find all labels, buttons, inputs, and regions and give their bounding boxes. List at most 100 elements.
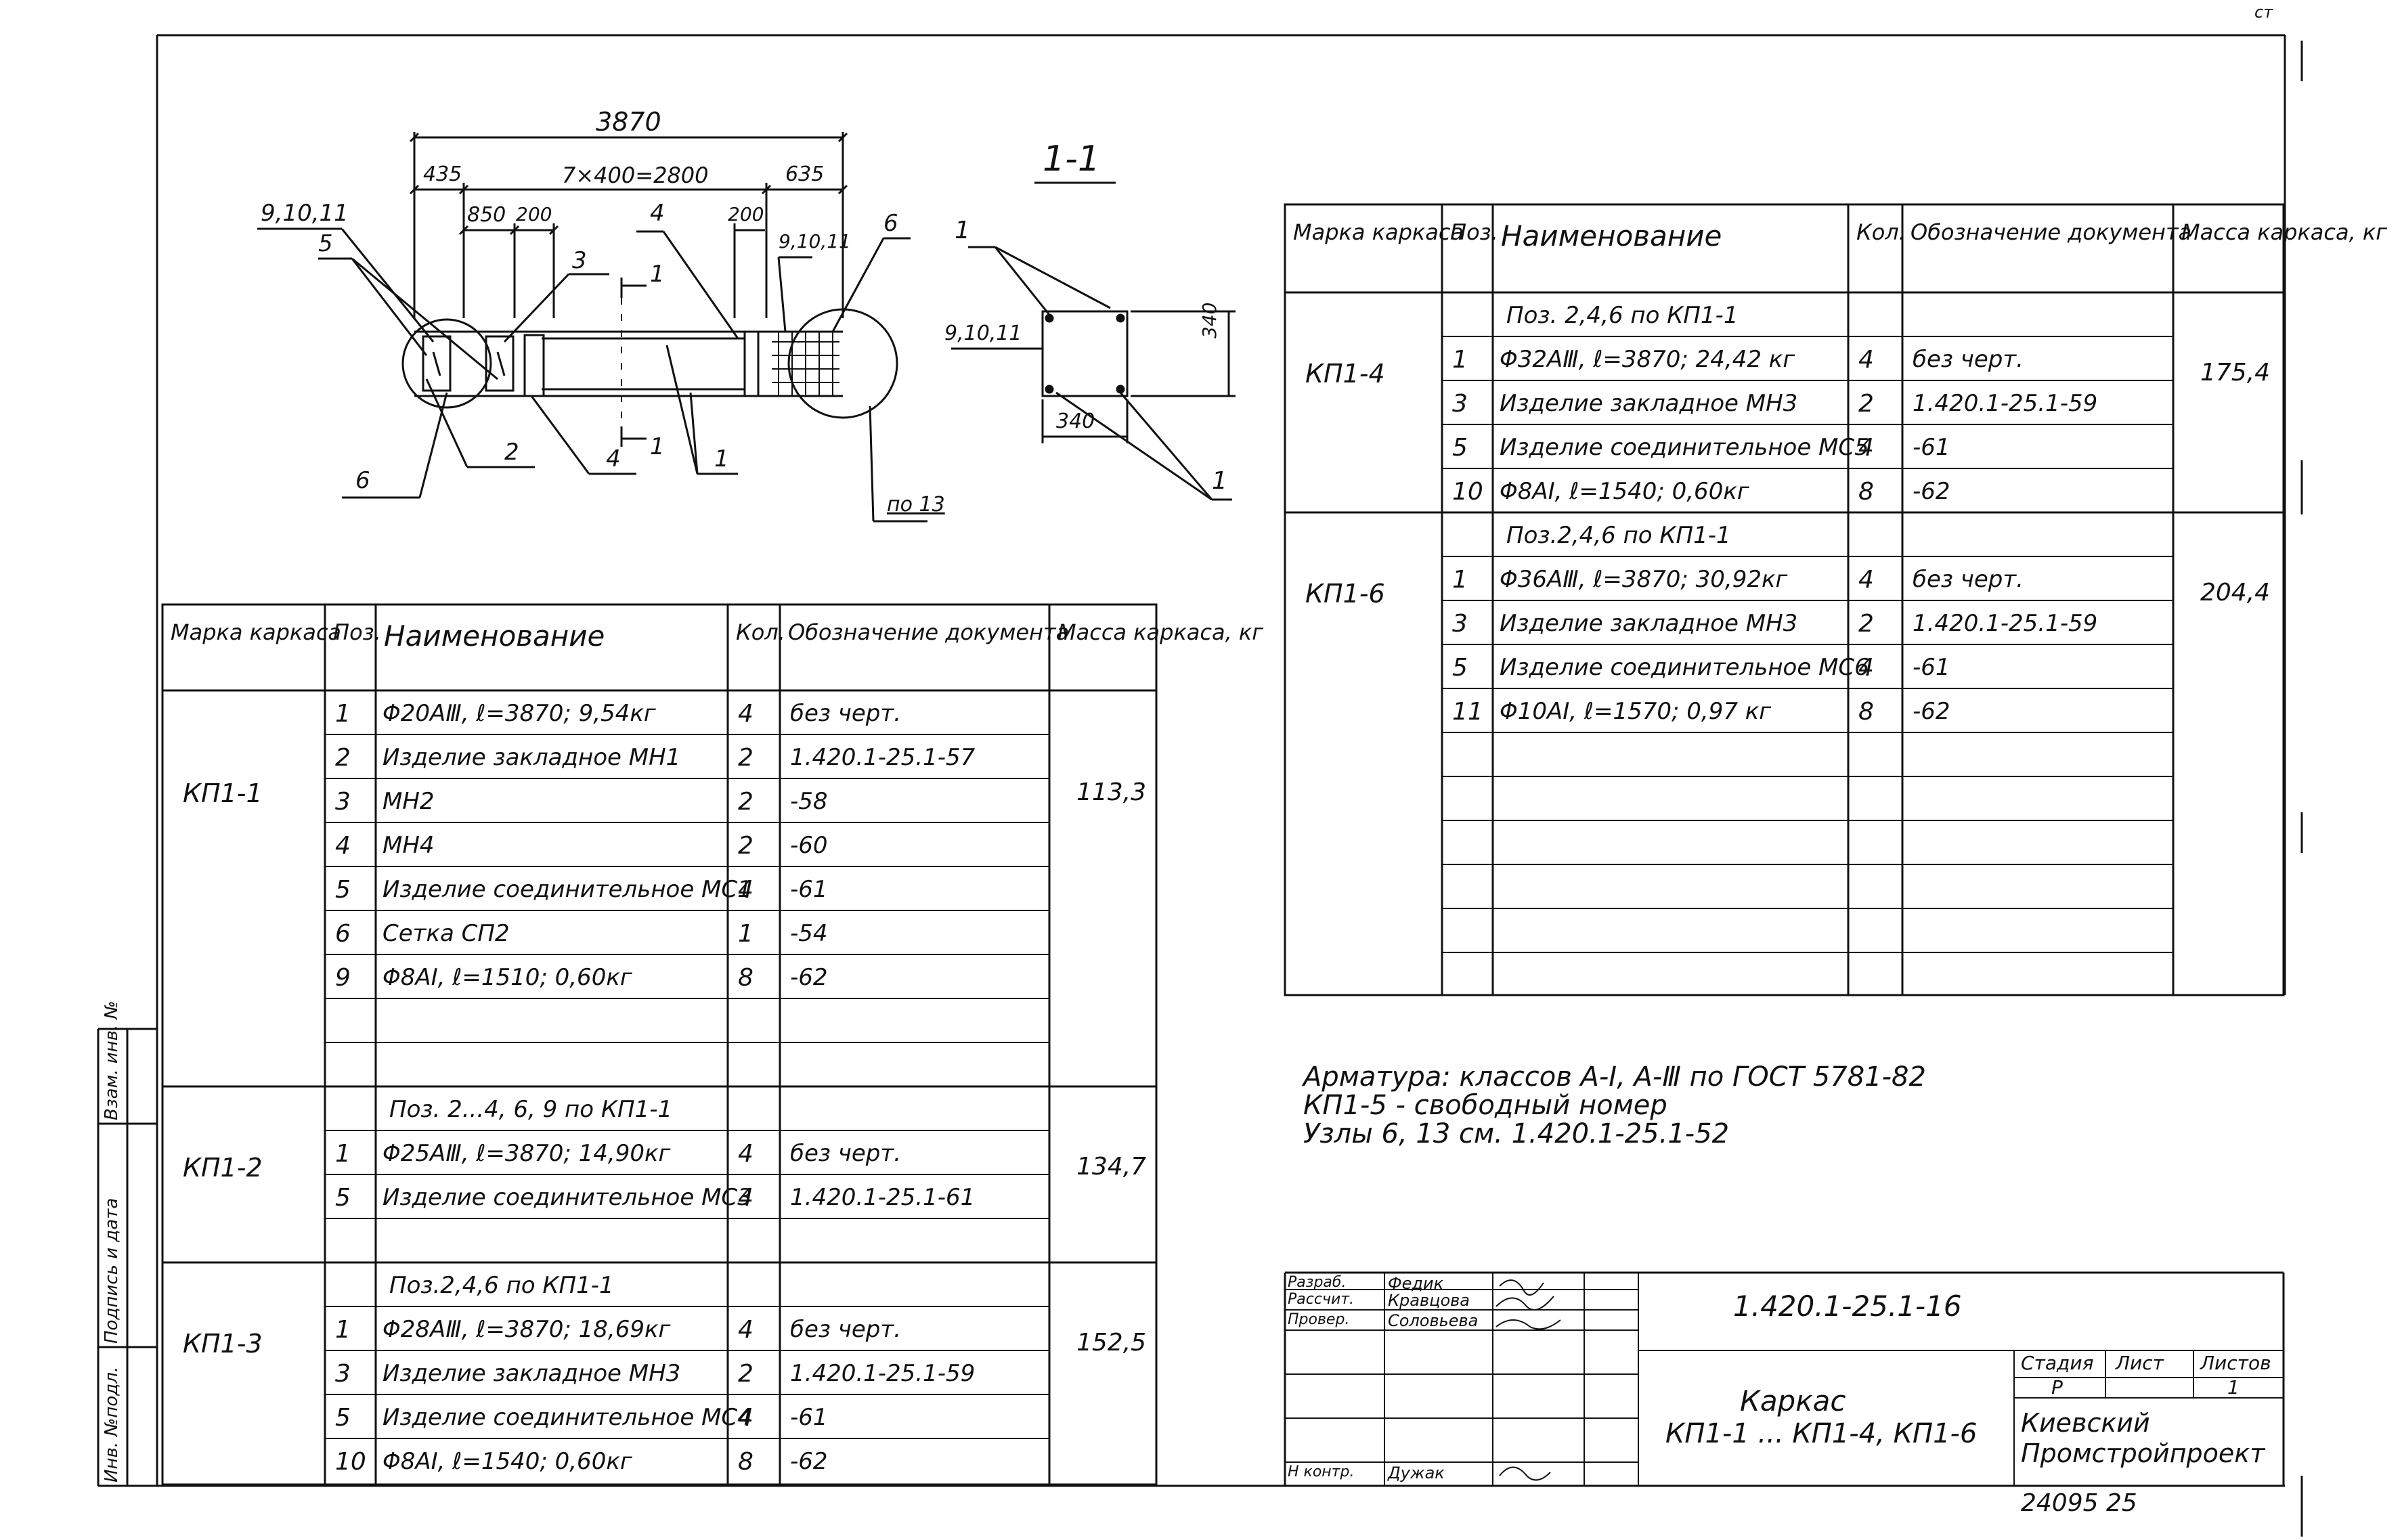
sheet-header: Лист	[2116, 1352, 2164, 1374]
document-cell: -62	[1913, 478, 1950, 505]
name-cell: Φ20AⅢ, ℓ=3870; 9,54кг	[383, 700, 656, 727]
column-header: Наименование	[384, 619, 605, 653]
quantity-cell: 4	[738, 1316, 754, 1344]
organization-line-1: Киевский	[2021, 1408, 2150, 1438]
document-code: 1.420.1-25.1-16	[1733, 1290, 1962, 1323]
pos-3: 3	[572, 247, 587, 274]
dim-total: 3870	[596, 107, 661, 137]
sidebar-sign: Подпись и дата	[102, 1197, 122, 1344]
document-cell: -62	[790, 1448, 828, 1475]
document-cell: без черт.	[1913, 346, 2024, 373]
document-cell: -61	[790, 876, 828, 903]
position-cell: 3	[335, 788, 351, 816]
sidebar-inv: Инв. №подл.	[102, 1366, 122, 1482]
mass-cell: 152,5	[1076, 1328, 1147, 1357]
quantity-cell: 2	[738, 744, 754, 772]
name-cell: Φ25AⅢ, ℓ=3870; 14,90кг	[383, 1140, 671, 1167]
role-cell: Рассчит.	[1288, 1291, 1355, 1308]
quantity-cell: 1	[738, 920, 754, 948]
document-cell: без черт.	[790, 1316, 901, 1343]
quantity-cell: 4	[1858, 346, 1874, 374]
section-title: 1-1	[1043, 139, 1100, 179]
column-header: Масса каркаса, кг	[1057, 619, 1264, 645]
pos-5: 5	[318, 230, 333, 257]
pos-9-10-11-right: 9,10,11	[779, 230, 851, 252]
pos-4-top: 4	[650, 200, 665, 227]
section-mark-top: 1	[650, 261, 665, 288]
section-dim-340-height: 340	[1198, 302, 1221, 338]
position-cell: 6	[335, 920, 351, 948]
node-reference: по 13	[887, 493, 945, 516]
section-label-1-top: 1	[955, 217, 970, 244]
document-cell: -61	[1913, 434, 1950, 461]
dim-435: 435	[423, 162, 462, 186]
position-cell: 2	[335, 744, 351, 772]
name-cell: Изделие соединительное МС4	[383, 1404, 752, 1431]
role-cell: Разраб.	[1288, 1274, 1347, 1291]
pos-6-top: 6	[883, 210, 898, 237]
quantity-cell: 2	[738, 1360, 754, 1388]
frame-mark-cell: КП1-1	[183, 778, 263, 808]
document-cell: 1.420.1-25.1-61	[790, 1184, 976, 1211]
document-cell: 1.420.1-25.1-59	[1913, 610, 2098, 637]
pos-2: 2	[504, 439, 519, 466]
position-cell: 5	[1452, 654, 1468, 682]
column-header: Обозначение документа	[1910, 219, 2192, 245]
column-header: Поз.	[333, 619, 381, 645]
quantity-cell: 2	[1858, 610, 1874, 638]
document-cell: -62	[1913, 698, 1950, 725]
quantity-cell: 4	[1858, 566, 1874, 594]
name-cell: Изделие закладное МН3	[1500, 390, 1798, 417]
position-cell: 5	[1452, 434, 1468, 462]
pos-9-10-11-left: 9,10,11	[261, 200, 349, 227]
quantity-cell: 8	[1858, 478, 1874, 506]
frame-mark-cell: КП1-4	[1305, 358, 1385, 389]
position-cell: 1	[1452, 346, 1468, 374]
column-header: Обозначение документа	[788, 619, 1070, 645]
quantity-cell: 4	[738, 1404, 754, 1432]
name-cell: Сетка СП2	[383, 920, 510, 947]
position-cell: 1	[335, 1140, 351, 1168]
name-cell: Изделие соединительное МС1	[383, 876, 752, 903]
name-cell: Φ8AI, ℓ=1540; 0,60кг	[383, 1448, 632, 1475]
frame-mark-cell: КП1-6	[1305, 578, 1385, 609]
position-cell: 5	[335, 1404, 351, 1432]
quantity-cell: 4	[1858, 654, 1874, 682]
notes-block: Арматура: классов A-I, A-Ⅲ по ГОСТ 5781-…	[1303, 1063, 1926, 1148]
quantity-cell: 4	[738, 1140, 754, 1168]
dim-mid: 7×400=2800	[562, 162, 709, 188]
sheets-header: Листов	[2200, 1352, 2271, 1374]
section-label-9-10-11: 9,10,11	[944, 322, 1022, 345]
position-cell: 3	[1452, 610, 1468, 638]
document-cell: 1.420.1-25.1-59	[790, 1360, 976, 1387]
name-cell: Φ28AⅢ, ℓ=3870; 18,69кг	[383, 1316, 671, 1343]
note-line: КП1-5 - свободный номер	[1303, 1090, 1667, 1121]
name-cell: Изделие соединительное МС5	[1500, 434, 1869, 461]
position-cell: 3	[335, 1360, 351, 1388]
dim-635: 635	[785, 162, 825, 186]
document-cell: -61	[790, 1404, 828, 1431]
quantity-cell: 4	[738, 700, 754, 728]
quantity-cell: 4	[738, 876, 754, 904]
document-cell: 1.420.1-25.1-57	[790, 744, 976, 771]
column-header: Марка каркаса	[1293, 219, 1464, 245]
position-cell: 1	[335, 700, 351, 728]
document-cell: -54	[790, 920, 828, 947]
mass-cell: 113,3	[1076, 778, 1147, 806]
position-cell: 5	[335, 876, 351, 904]
corner-mark: ст	[2254, 3, 2273, 22]
name-cell: Изделие соединительное МС3	[383, 1184, 752, 1211]
quantity-cell: 8	[738, 964, 754, 992]
section-mark-bottom: 1	[650, 433, 665, 460]
stage-value: Р	[2051, 1376, 2063, 1399]
section-label-1-bottom: 1	[1212, 467, 1227, 495]
title-line-2: КП1-1 ... КП1-4, КП1-6	[1665, 1418, 1978, 1449]
document-cell: -62	[790, 964, 828, 991]
role-cell: Провер.	[1288, 1311, 1350, 1328]
name-cell: МН4	[383, 832, 435, 859]
name-cell: Φ10AI, ℓ=1570; 0,97 кг	[1500, 698, 1772, 725]
note-line: Арматура: классов A-I, A-Ⅲ по ГОСТ 5781-…	[1303, 1061, 1926, 1093]
sheets-value: 1	[2227, 1376, 2240, 1399]
frame-mark-cell: КП1-2	[183, 1152, 263, 1183]
